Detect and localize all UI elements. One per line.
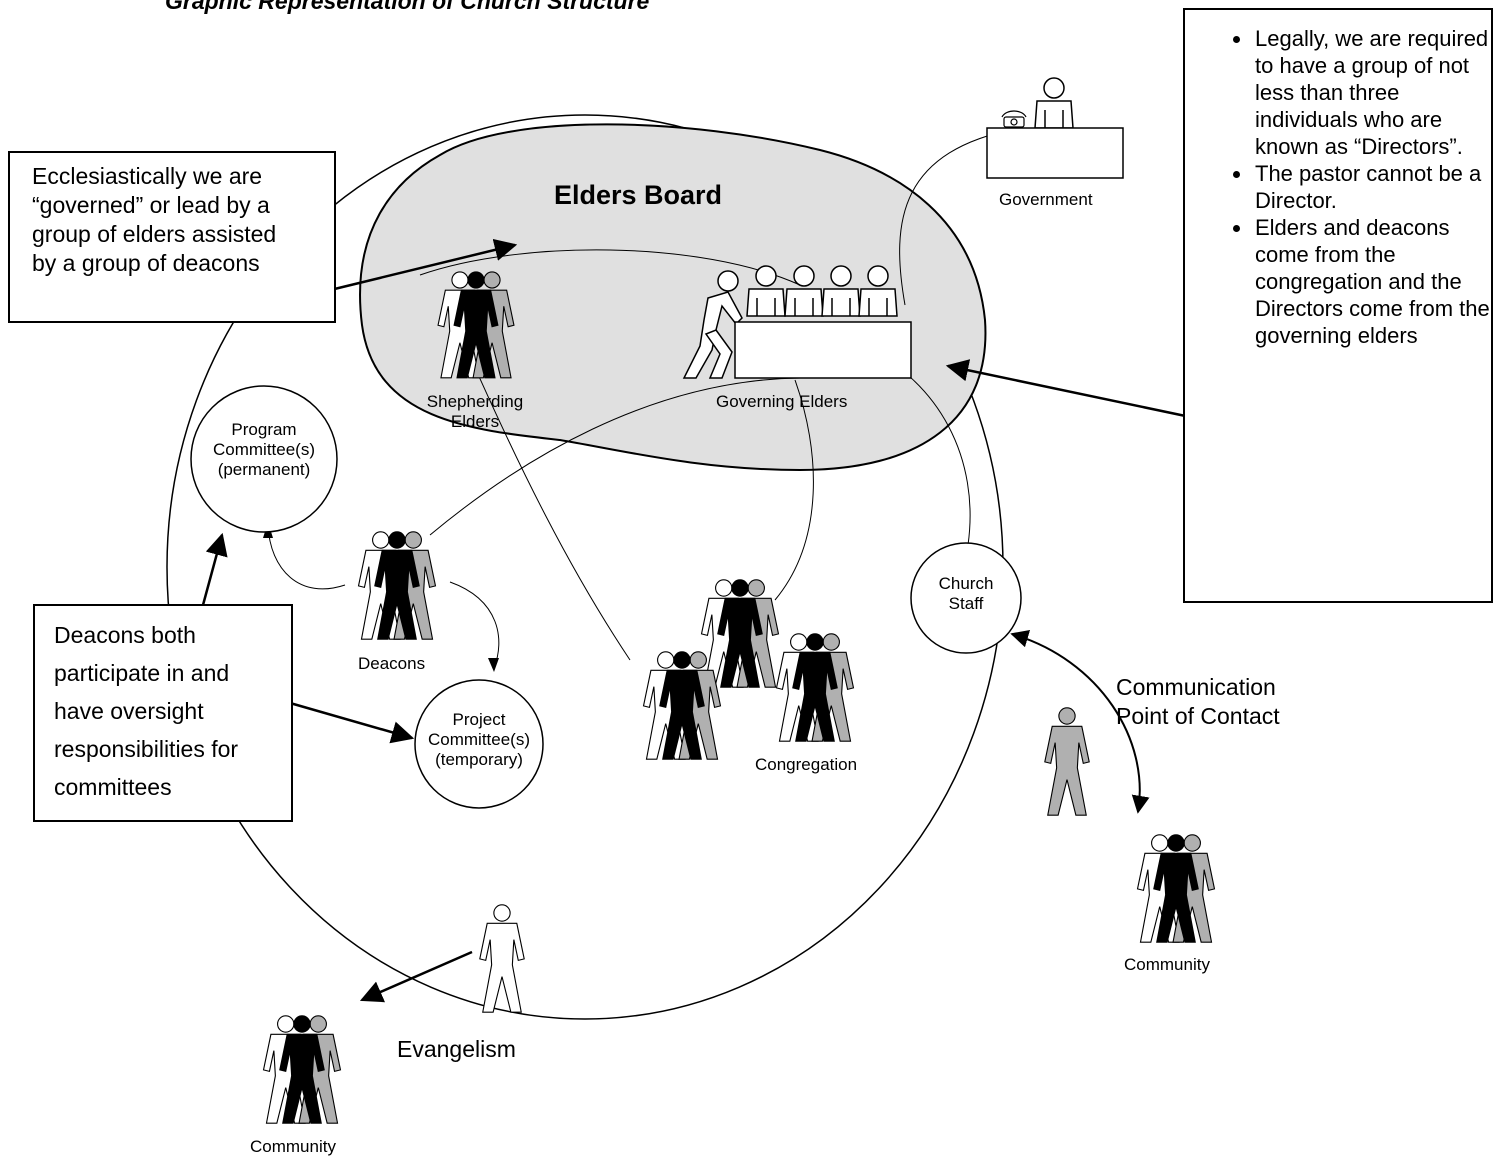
callout-line: by a group of deacons (32, 250, 260, 276)
arrow-ecclesiastical (317, 238, 518, 295)
church-staff-circle (910, 542, 1022, 654)
program-committees-circle (190, 385, 338, 533)
callout-line: have oversight (54, 698, 204, 724)
congregation-label: Congregation (755, 755, 858, 774)
callout-line: committees (54, 774, 172, 800)
pushing-person (682, 270, 743, 379)
community-right-group (1138, 835, 1215, 942)
callout-line: Ecclesiastically we are (32, 163, 263, 189)
callout-line: Deacons both (54, 622, 196, 648)
communication-person (1044, 707, 1090, 816)
deacons-label: Deacons (358, 654, 426, 673)
legal-notes-box: Legally, we are required to have a group… (1183, 8, 1493, 603)
deacons-callout: Deacons both participate in and have ove… (33, 604, 293, 822)
callout-line: participate in and (54, 660, 230, 686)
government-label: Government (999, 190, 1093, 209)
circle-label-line: Staff (948, 594, 984, 613)
government-figure (986, 77, 1124, 179)
circle-label-line: Church (938, 574, 994, 593)
elders-board-region (359, 123, 987, 472)
link-shepherd-to-congregation (464, 344, 631, 661)
communication-label: Communication Point of Contact (1116, 673, 1280, 731)
link-elders-to-congregation (774, 379, 814, 601)
circle-label-line: Project (452, 710, 506, 729)
callout-line: group of elders assisted (32, 221, 277, 247)
community-right-label: Community (1124, 955, 1210, 974)
circle-label-line: (permanent) (217, 460, 311, 479)
link-governing-to-government (899, 127, 1021, 306)
legal-note: Legally, we are required to have a group… (1253, 25, 1491, 160)
governing-elders-label: Governing Elders (716, 392, 848, 411)
communication-line: Communication (1116, 674, 1276, 700)
community-bottom-label: Community (250, 1137, 336, 1156)
circle-label-line: Program (231, 420, 297, 439)
community-bottom-group (264, 1016, 341, 1123)
program-committees-label: Program Committee(s) (permanent) (194, 420, 334, 480)
arrow-deacons-program (201, 532, 228, 606)
elders-board-heading: Elders Board (554, 180, 723, 210)
project-committees-label: Project Committee(s) (temporary) (414, 710, 544, 770)
deacons-group (359, 532, 436, 639)
circle-label-line: Committee(s) (427, 730, 530, 749)
circle-label-line: (temporary) (435, 750, 523, 769)
link-deacons-to-program (267, 524, 346, 590)
page-title: Graphic Representation of Church Structu… (165, 0, 650, 14)
arrow-deacons-project (289, 701, 415, 744)
telephone-icon (1001, 110, 1027, 128)
evangelist-person (479, 904, 525, 1013)
callout-line: “governed” or lead by a (32, 192, 270, 218)
link-deacons-to-project (449, 581, 500, 669)
church-staff-label: Church Staff (916, 574, 1016, 614)
arrow-evangelism (359, 950, 473, 1003)
ecclesiastical-callout: Ecclesiastically we are “governed” or le… (8, 151, 336, 323)
governing-elders-group (682, 265, 912, 379)
shepherding-elders-label: Shepherding Elders (426, 392, 524, 431)
link-elders-to-deacons (429, 377, 801, 536)
communication-line: Point of Contact (1116, 703, 1280, 729)
callout-line: responsibilities for (54, 736, 239, 762)
circle-label-line: Committee(s) (212, 440, 315, 459)
arrow-legal (945, 359, 1196, 420)
project-committees-circle (414, 679, 544, 809)
legal-note: The pastor cannot be a Director. (1253, 160, 1491, 214)
legal-note: Elders and deacons come from the congreg… (1253, 214, 1491, 349)
evangelism-label: Evangelism (397, 1036, 516, 1062)
arrow-communication (1010, 629, 1150, 814)
congregation-group (644, 580, 854, 759)
link-board-arc (419, 249, 801, 286)
